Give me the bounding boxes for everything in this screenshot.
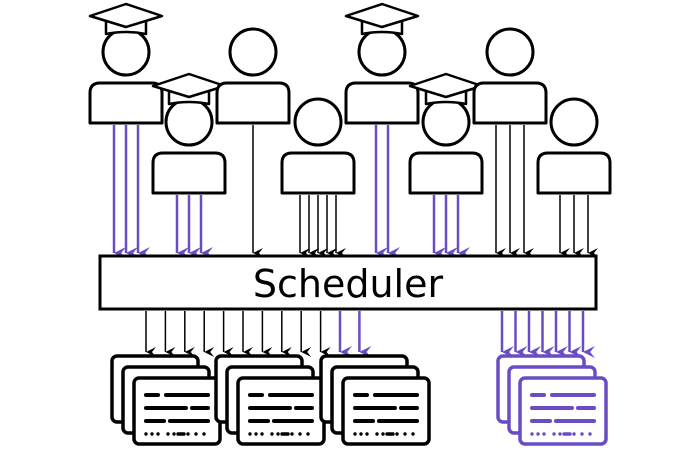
footer-dot: [270, 432, 274, 436]
cap-board: [344, 2, 420, 29]
person-body: [408, 151, 484, 195]
person-icon: [151, 72, 227, 195]
cap-board: [408, 72, 484, 99]
person-body: [151, 151, 227, 195]
footer-dot: [144, 432, 148, 436]
person-body: [215, 81, 291, 125]
person-body: [344, 81, 420, 125]
graduation-cap-icon: [88, 2, 164, 36]
footer-dot: [166, 432, 170, 436]
footer-dot: [359, 432, 363, 436]
person-head: [549, 97, 599, 147]
person-head: [101, 27, 151, 77]
footer-dot: [395, 432, 399, 436]
document-stack-icon: [319, 354, 431, 446]
footer-dot: [194, 432, 198, 436]
footer-dot: [276, 432, 280, 436]
graduation-cap-icon: [344, 2, 420, 36]
footer-dot: [290, 432, 294, 436]
document-stack-icon: [496, 354, 608, 446]
footer-dot: [375, 432, 379, 436]
footer-dot: [254, 432, 258, 436]
cap-board: [151, 72, 227, 99]
footer-dot: [306, 432, 310, 436]
person-body: [472, 81, 548, 125]
person-icon: [344, 2, 420, 125]
person-icon: [280, 97, 356, 195]
footer-dot: [172, 432, 176, 436]
footer-dot: [552, 432, 556, 436]
footer-dot: [186, 432, 190, 436]
person-head: [293, 97, 343, 147]
document-stack-icon: [214, 354, 326, 446]
person-body: [280, 151, 356, 195]
person-body: [88, 81, 164, 125]
person-icon: [408, 72, 484, 195]
footer-dot: [202, 432, 206, 436]
cap-board: [88, 2, 164, 29]
footer-dot: [156, 432, 160, 436]
outgoing-job-arrows: [145, 311, 595, 358]
footer-dot: [580, 432, 584, 436]
person-head: [357, 27, 407, 77]
footer-dot: [381, 432, 385, 436]
footer-dot: [248, 432, 252, 436]
users-group: [88, 2, 612, 195]
graduation-cap-icon: [408, 72, 484, 106]
person-icon: [215, 27, 291, 125]
person-head: [164, 97, 214, 147]
scheduler-box: Scheduler: [98, 254, 598, 311]
person-icon: [88, 2, 164, 125]
footer-dot: [365, 432, 369, 436]
person-head: [485, 27, 535, 77]
footer-dot: [403, 432, 407, 436]
scheduler-label: Scheduler: [253, 262, 444, 306]
graduation-cap-icon: [151, 72, 227, 106]
person-head: [421, 97, 471, 147]
person-icon: [472, 27, 548, 125]
person-body: [536, 151, 612, 195]
footer-dot: [353, 432, 357, 436]
footer-dot: [530, 432, 534, 436]
footer-dot: [588, 432, 592, 436]
footer-dot: [150, 432, 154, 436]
footer-dot: [298, 432, 302, 436]
job-stacks-group: [110, 354, 608, 446]
footer-dot: [536, 432, 540, 436]
footer-dot: [260, 432, 264, 436]
document-stack-icon: [110, 354, 222, 446]
incoming-job-arrows: [112, 125, 598, 259]
person-icon: [536, 97, 612, 195]
person-head: [228, 27, 278, 77]
footer-dot: [411, 432, 415, 436]
footer-dot: [572, 432, 576, 436]
footer-dot: [542, 432, 546, 436]
footer-dot: [558, 432, 562, 436]
